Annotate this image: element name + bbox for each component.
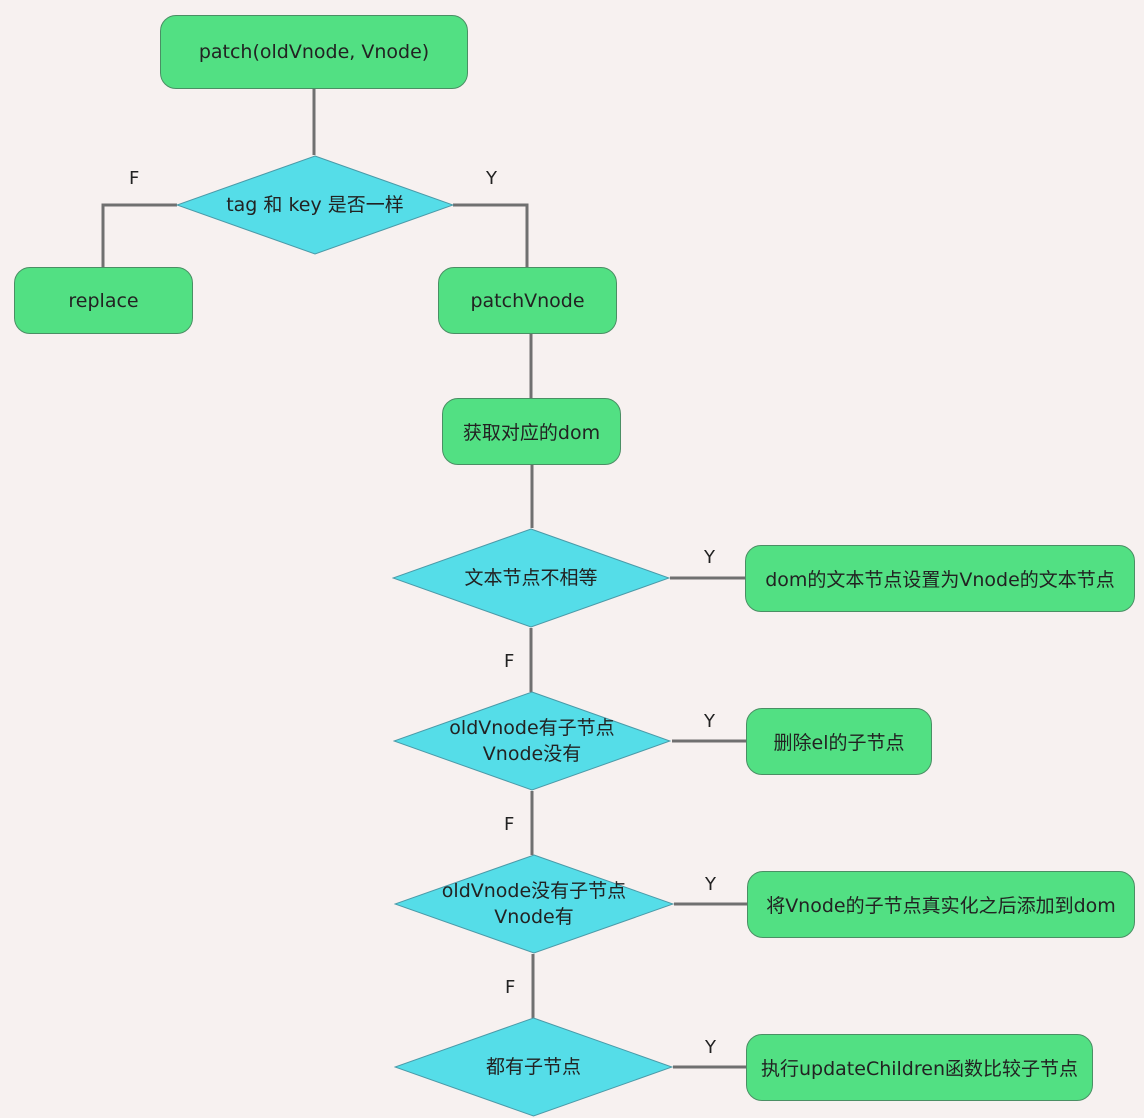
text-diff-decision: 文本节点不相等 <box>392 528 670 628</box>
branch-label-y: Y <box>705 1037 716 1058</box>
branch-label-f: F <box>129 168 140 189</box>
new-has-children-line1: oldVnode没有子节点 <box>441 880 627 902</box>
branch-label-y: Y <box>704 547 715 568</box>
set-text-node: dom的文本节点设置为Vnode的文本节点 <box>745 545 1135 612</box>
old-has-children-line1: oldVnode有子节点 <box>449 717 615 739</box>
old-has-children-line2: Vnode没有 <box>482 743 582 765</box>
get-dom-node: 获取对应的dom <box>442 398 621 465</box>
old-has-children-decision: oldVnode有子节点 Vnode没有 <box>393 691 671 791</box>
update-children-node: 执行updateChildren函数比较子节点 <box>746 1034 1093 1101</box>
remove-children-node: 删除el的子节点 <box>746 708 932 775</box>
branch-label-f: F <box>504 814 515 835</box>
same-vnode-decision: tag 和 key 是否一样 <box>176 155 454 255</box>
text-diff-decision-label: 文本节点不相等 <box>464 567 598 589</box>
new-has-children-line2: Vnode有 <box>494 906 574 928</box>
add-children-node: 将Vnode的子节点真实化之后添加到dom <box>747 871 1135 938</box>
patch-vnode-node: patchVnode <box>438 267 617 334</box>
replace-node: replace <box>14 267 193 334</box>
new-has-children-decision: oldVnode没有子节点 Vnode有 <box>394 854 674 954</box>
both-children-decision-label: 都有子节点 <box>485 1056 581 1078</box>
branch-label-y: Y <box>486 168 497 189</box>
branch-label-f: F <box>504 651 515 672</box>
patch-node: patch(oldVnode, Vnode) <box>160 15 468 89</box>
same-vnode-decision-label: tag 和 key 是否一样 <box>226 194 404 216</box>
branch-label-y: Y <box>704 711 715 732</box>
branch-label-y: Y <box>705 874 716 895</box>
new-has-children-decision-label: oldVnode没有子节点 Vnode有 <box>442 878 626 930</box>
old-has-children-decision-label: oldVnode有子节点 Vnode没有 <box>449 715 614 767</box>
both-children-decision: 都有子节点 <box>394 1017 673 1117</box>
branch-label-f: F <box>505 977 516 998</box>
